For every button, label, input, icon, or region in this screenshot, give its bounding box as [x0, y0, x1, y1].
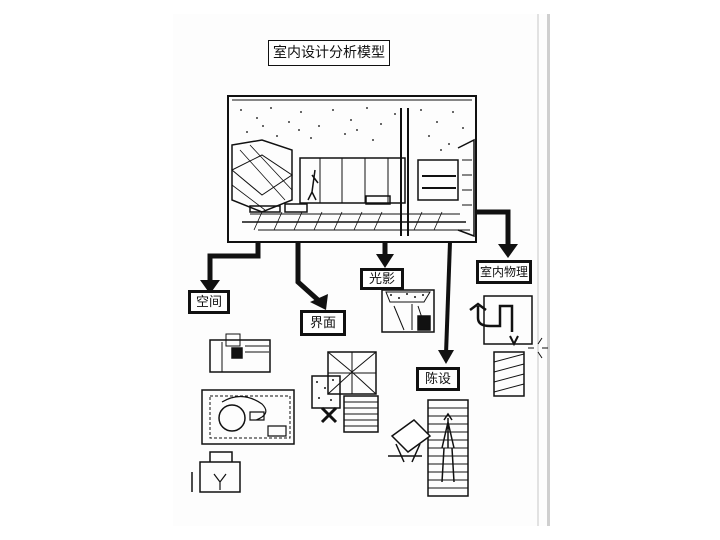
node-interface: 界面: [300, 310, 346, 336]
arrow-to-physics: [476, 209, 511, 246]
arrow-to-space: [207, 242, 261, 283]
node-indoor-physics: 室内物理: [476, 260, 532, 284]
interface-pattern-sketch: [311, 351, 379, 433]
node-furnishing: 陈设: [416, 367, 460, 391]
arrow-to-interface: [295, 242, 320, 302]
furnishing-sketch: [388, 399, 469, 497]
arrow-to-physics-head: [498, 244, 518, 258]
indoor-physics-sketch: [469, 295, 548, 397]
arrow-to-furnishing: [444, 241, 452, 355]
arrow-to-interface-head: [310, 294, 328, 310]
page-title: 室内设计分析模型: [268, 40, 390, 66]
light-shadow-sketch: [381, 289, 435, 333]
arrow-to-light-head: [376, 254, 394, 268]
interior-perspective-sketch: [227, 95, 477, 243]
node-space: 空间: [188, 290, 230, 314]
arrow-to-space-head: [200, 280, 220, 294]
arrow-to-furnishing-head: [438, 350, 454, 364]
node-light: 光影: [360, 268, 404, 290]
page-edge: [537, 14, 539, 526]
space-plan-sketch: [191, 333, 295, 493]
